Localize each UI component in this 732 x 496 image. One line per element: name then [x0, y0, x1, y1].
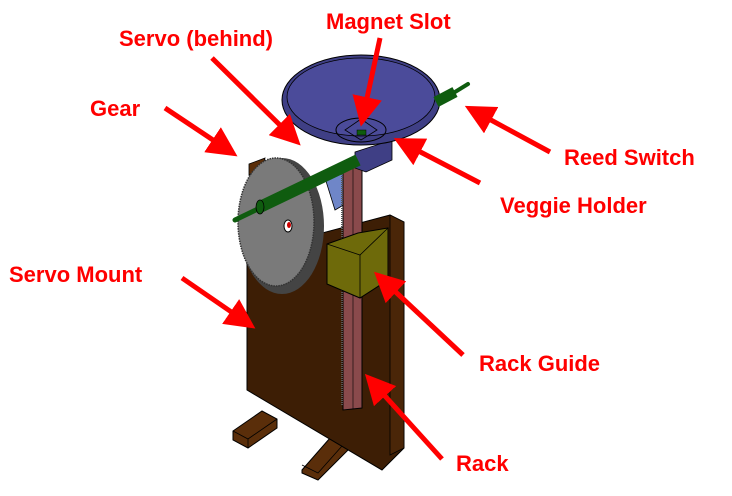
shaft-part [232, 154, 361, 223]
arrow-servo-mount [180, 275, 256, 329]
label-servo-behind: Servo (behind) [119, 26, 274, 51]
label-rack: Rack [456, 451, 509, 476]
foot-left [232, 410, 278, 449]
label-magnet-slot: Magnet Slot [326, 9, 451, 34]
label-veggie-holder: Veggie Holder [500, 193, 647, 218]
arrow-veggie-holder [393, 138, 482, 186]
label-rack-guide: Rack Guide [479, 351, 601, 376]
arrow-reed-switch [464, 105, 552, 155]
rack-guide-part [326, 227, 389, 299]
label-reed-switch: Reed Switch [564, 145, 695, 170]
arrow-magnet-slot [352, 37, 383, 127]
arrow-gear [163, 105, 238, 157]
reed-switch-part [433, 82, 470, 107]
arrow-rack-guide [374, 271, 465, 357]
label-servo-mount: Servo Mount [9, 262, 143, 287]
arrow-servo-behind [210, 56, 301, 146]
label-gear: Gear [90, 96, 141, 121]
arrow-rack [364, 373, 444, 461]
veggie-holder-dish [281, 54, 441, 146]
